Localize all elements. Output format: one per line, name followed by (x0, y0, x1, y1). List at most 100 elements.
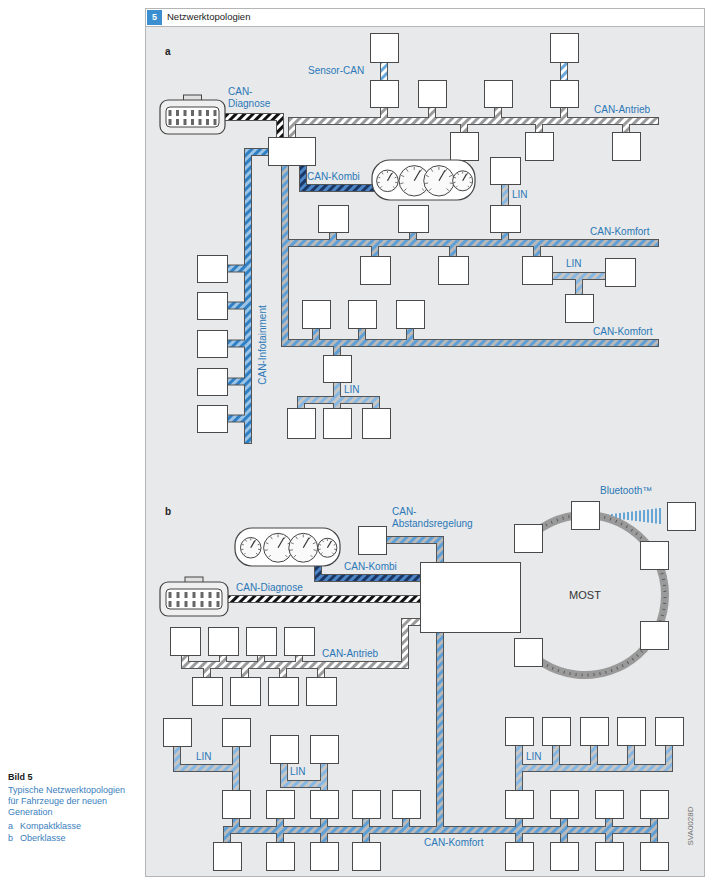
gauge-tick (420, 169, 422, 172)
bus-outline (232, 818, 240, 830)
radio-wave (623, 513, 625, 520)
gauge-needle (439, 170, 445, 181)
gauge-tick (319, 549, 321, 550)
control-unit-box (596, 843, 624, 871)
bus-outline (665, 745, 673, 768)
bus-outline (460, 121, 468, 132)
control-unit-box (198, 406, 228, 433)
connector-pin (217, 592, 220, 598)
gauge-dial (264, 533, 293, 562)
bus-line (381, 62, 387, 80)
gauge-tick (242, 544, 244, 546)
figure-caption: Typische Netzwerktopologien für Fahrzeug… (8, 785, 136, 818)
control-unit-box (319, 206, 349, 233)
bus-label: Bluetooth™ (600, 485, 652, 497)
gauge-tick (266, 543, 269, 544)
gauge-tick (422, 189, 424, 191)
control-unit-box (353, 791, 381, 819)
bus-line (285, 240, 655, 246)
connector-pin (199, 119, 202, 125)
connector-pin (206, 110, 209, 116)
bus-outline (515, 830, 523, 842)
connector-pin (199, 110, 202, 116)
bus-outline (232, 746, 240, 790)
control-unit-box (581, 718, 609, 746)
connector-face (166, 107, 219, 127)
radio-wave (655, 509, 657, 524)
gauge-tick (449, 175, 452, 176)
bus-line (227, 266, 248, 272)
connector-pin (177, 592, 180, 598)
connector-pin (169, 119, 172, 125)
bus-line (248, 152, 268, 440)
bus-outline (257, 655, 265, 665)
bus-outline (372, 400, 380, 408)
gauge-tick (241, 549, 243, 550)
gauge-tick (290, 549, 293, 551)
bus-outline (227, 302, 248, 310)
gauge-tick (395, 182, 397, 183)
bus-outline (386, 540, 440, 562)
control-unit-box (551, 34, 579, 63)
connector-pin (185, 592, 188, 598)
bus-outline (552, 745, 560, 768)
gauge-dial (318, 538, 337, 557)
bus-line (429, 107, 435, 121)
gauge-tick (332, 553, 333, 554)
control-unit-box (613, 133, 641, 161)
gauge-tick (401, 175, 404, 176)
caption-number: Bild 5 (8, 772, 33, 783)
bus-outline (284, 763, 324, 784)
bus-line (321, 763, 327, 790)
gauge-tick (456, 186, 457, 187)
gauge-tick (395, 176, 397, 178)
gauge-tick (438, 167, 439, 170)
control-unit-box (551, 843, 579, 871)
bus-label: CAN-Kombi (344, 561, 397, 573)
bus-line (666, 745, 672, 768)
gauge-tick (462, 172, 463, 174)
bus-outline (285, 239, 655, 247)
bus-line (372, 243, 378, 256)
bus-outline (295, 655, 303, 665)
bus-outline (402, 818, 410, 830)
gauge-tick (303, 534, 304, 537)
bus-line (220, 655, 226, 665)
bus-label: CAN-Komfort (590, 226, 649, 238)
bus-line (228, 596, 420, 602)
control-unit-box (551, 81, 579, 108)
control-unit-box (491, 158, 521, 185)
control-unit-box (311, 843, 339, 871)
control-unit-box (307, 678, 337, 706)
control-unit-box (311, 736, 339, 764)
bus-line (318, 665, 324, 677)
gauge-tick (250, 538, 251, 540)
control-unit-box (421, 563, 521, 633)
connector-pin (217, 601, 220, 607)
control-unit-box (359, 527, 387, 555)
bus-line (623, 121, 629, 132)
diagnosis-connector (160, 95, 225, 134)
bus-outline (181, 655, 189, 665)
connector-pin (169, 592, 172, 598)
control-unit-box (515, 525, 543, 553)
control-unit-box (641, 843, 669, 871)
gauge-tick (244, 553, 246, 555)
gauge-tick (414, 167, 415, 170)
gauge-tick (468, 186, 469, 187)
connector-pin (214, 119, 217, 125)
control-unit-box (223, 791, 251, 819)
bus-line (561, 830, 567, 842)
bus-outline (622, 121, 630, 132)
bus-line (204, 665, 210, 677)
connector-face (166, 589, 222, 609)
gauge-tick (327, 539, 328, 541)
bus-outline (320, 830, 328, 842)
radio-wave (619, 513, 621, 519)
control-unit-box (566, 295, 594, 323)
control-unit-box (209, 628, 239, 656)
bus-line (296, 655, 302, 665)
gauge-tick (457, 173, 458, 175)
